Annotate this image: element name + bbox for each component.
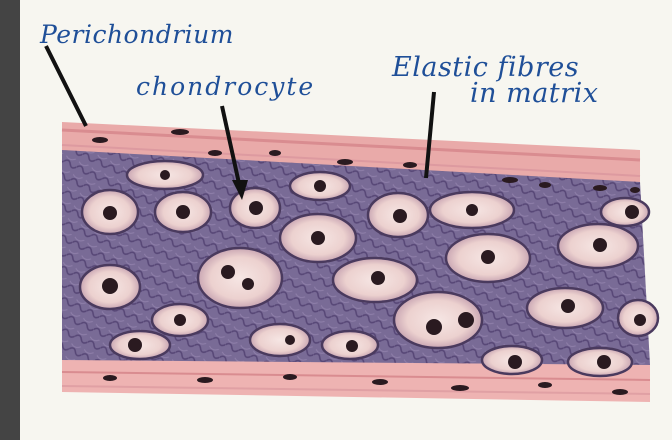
- chondrocyte-label: chondrocyte: [136, 72, 315, 101]
- perichondrium-pointer: [46, 46, 86, 126]
- elastic-fibres-label-line2: in matrix: [470, 78, 598, 109]
- perichondrium-label: Perichondrium: [40, 20, 234, 49]
- perichondrium-lower: [62, 360, 650, 402]
